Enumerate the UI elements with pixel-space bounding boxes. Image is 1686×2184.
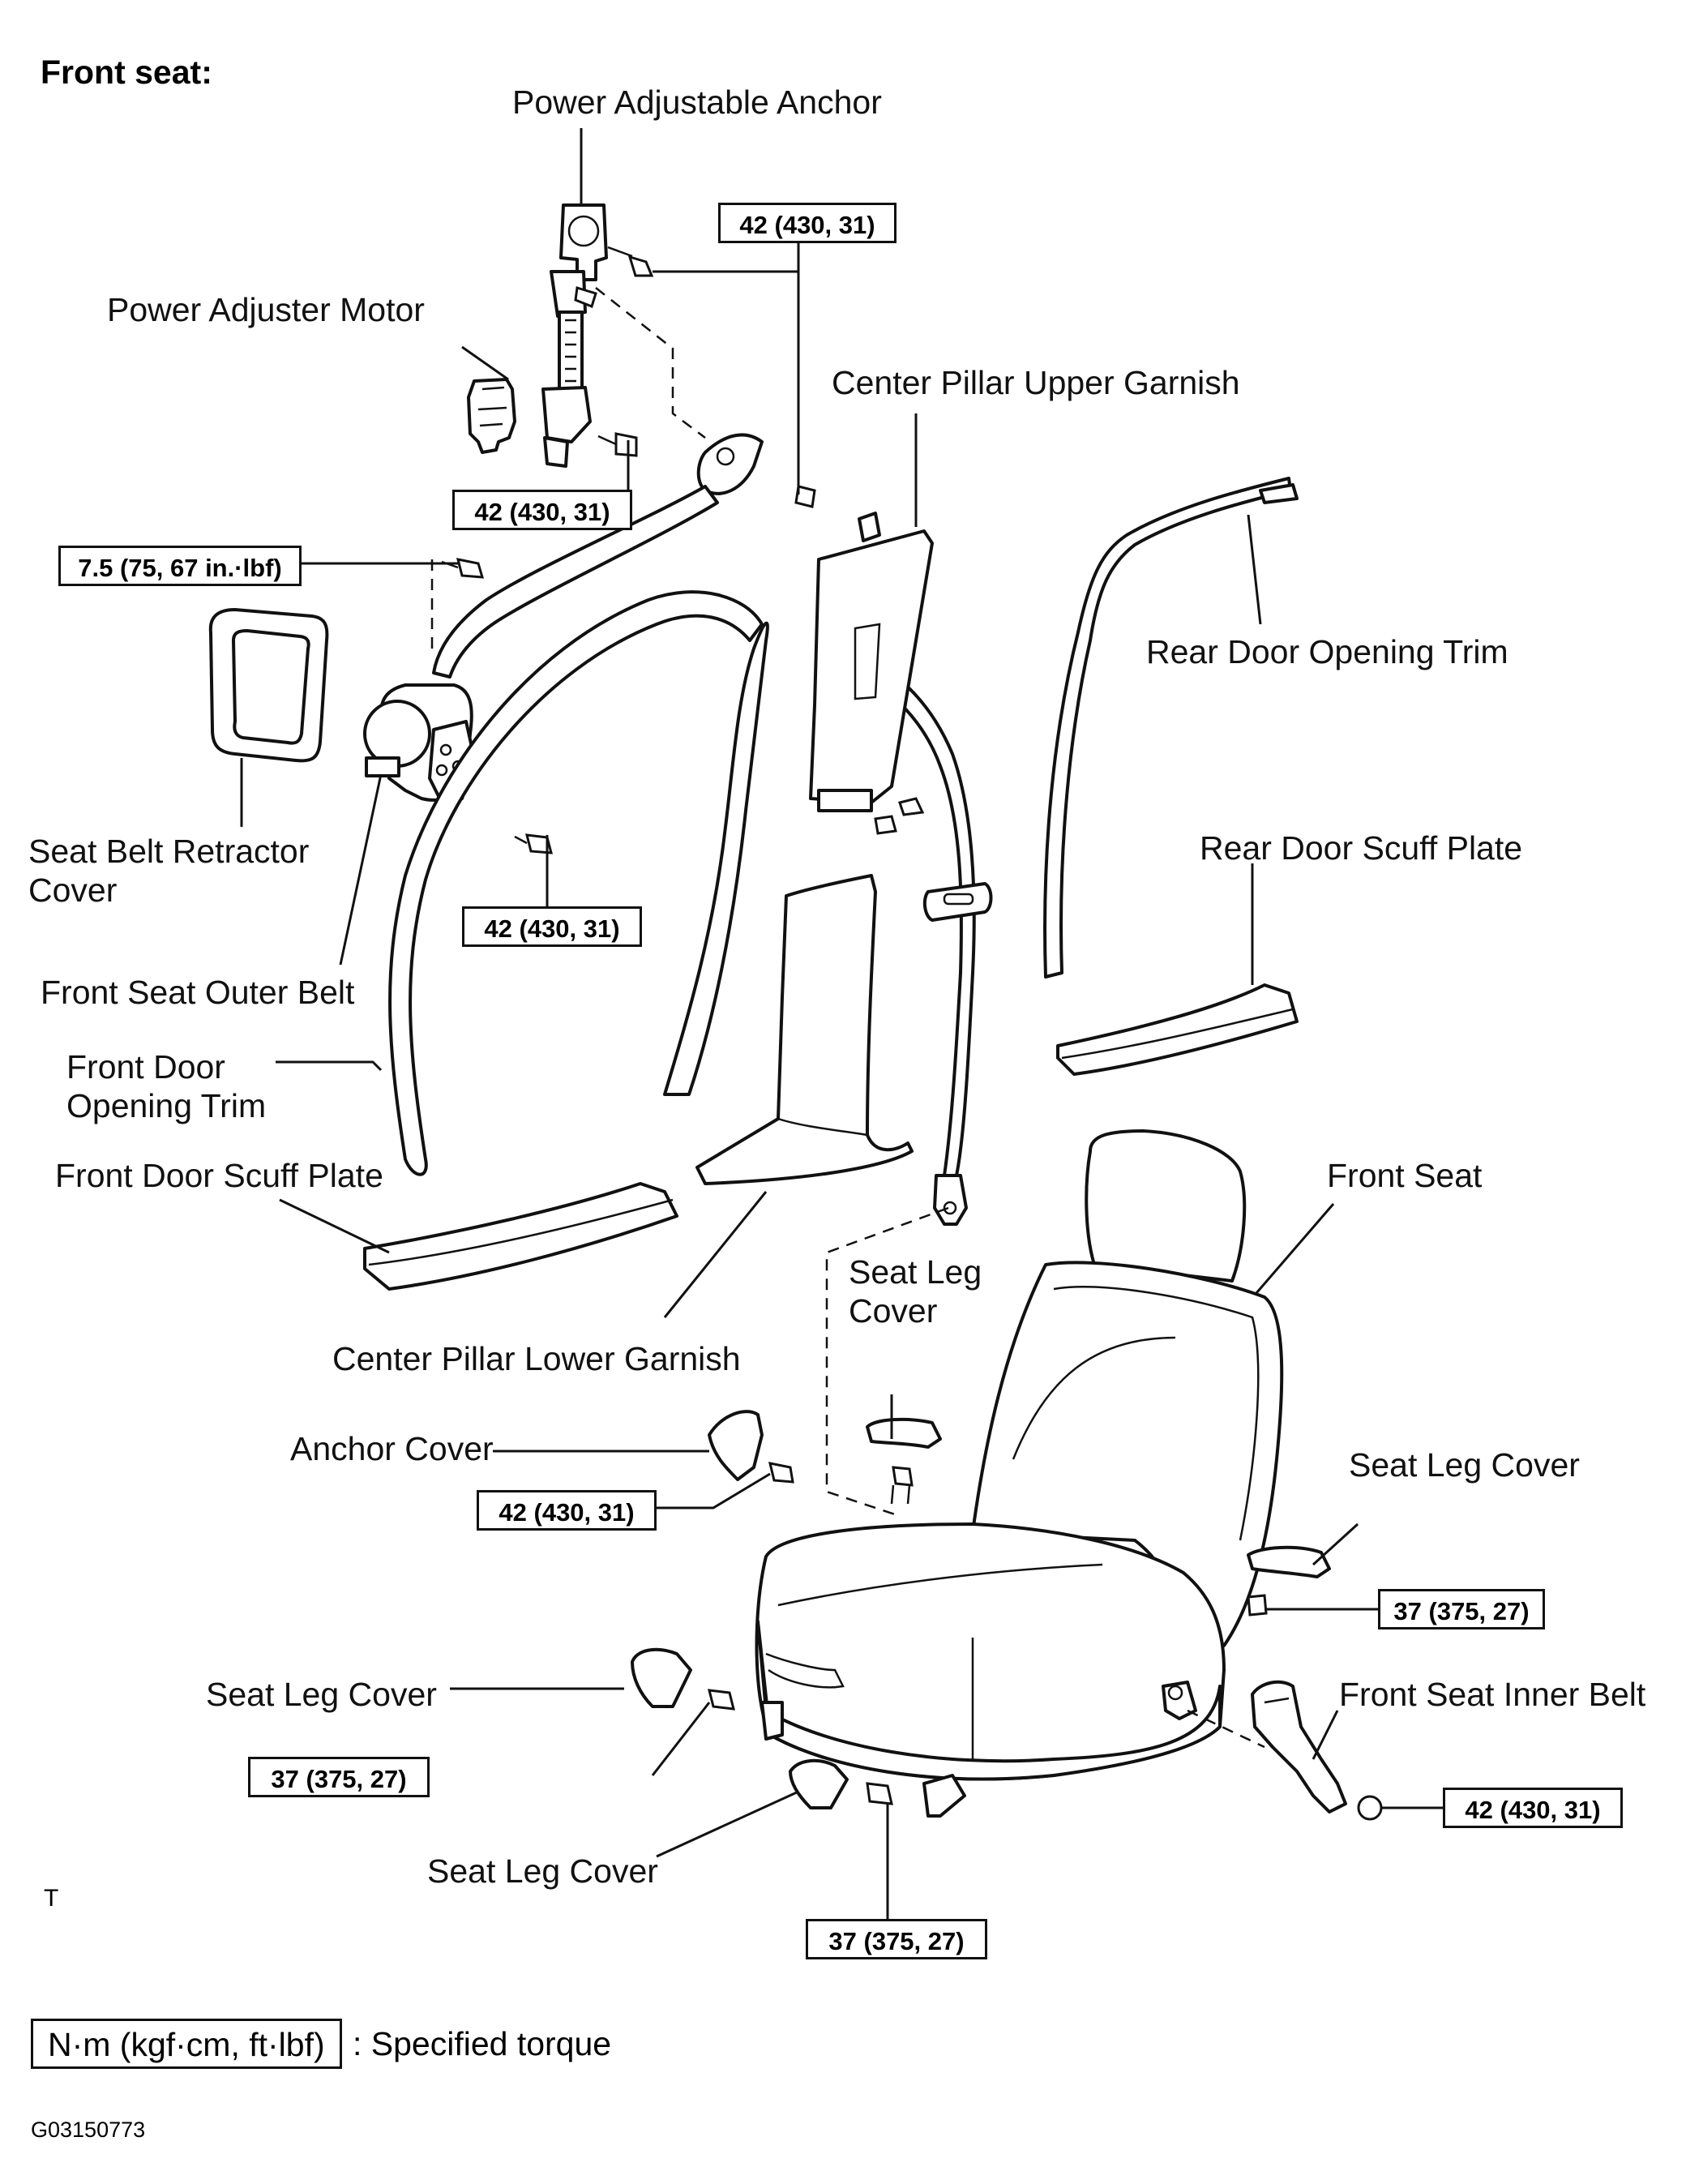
label-seat-leg-cover-center: Seat Leg Cover <box>849 1253 982 1330</box>
label-front-seat-outer-belt: Front Seat Outer Belt <box>41 974 355 1011</box>
rear-door-scuff-plate-part <box>1056 983 1299 1076</box>
torque-box: 7.5 (75, 67 in.·lbf) <box>58 546 302 586</box>
diagram-title: Front seat: <box>41 54 212 91</box>
torque-box: 37 (375, 27) <box>806 1919 987 1959</box>
front-seat-part <box>755 1129 1284 1818</box>
corner-mark: T <box>44 1885 59 1912</box>
label-seat-belt-retractor-cover: Seat Belt Retractor Cover <box>28 833 310 909</box>
label-front-seat: Front Seat <box>1327 1157 1483 1194</box>
front-seat-inner-belt-part <box>1251 1680 1347 1814</box>
label-rear-door-scuff-plate: Rear Door Scuff Plate <box>1200 829 1523 867</box>
seat-belt-retractor-cover-part <box>208 608 329 763</box>
legend-torque-format-box: N·m (kgf·cm, ft·lbf) <box>31 2019 342 2069</box>
label-rear-door-opening-trim: Rear Door Opening Trim <box>1146 633 1508 670</box>
label-front-seat-inner-belt: Front Seat Inner Belt <box>1339 1676 1646 1713</box>
torque-box: 37 (375, 27) <box>248 1757 430 1797</box>
label-front-door-opening-trim: Front Door Opening Trim <box>66 1048 267 1124</box>
seat-leg-cover-parts <box>631 1417 1331 1809</box>
torque-box: 42 (430, 31) <box>477 1490 657 1531</box>
torque-box: 42 (430, 31) <box>452 490 632 530</box>
label-center-pillar-upper-garnish: Center Pillar Upper Garnish <box>832 364 1240 401</box>
torque-box: 37 (375, 27) <box>1378 1589 1545 1629</box>
rear-door-opening-trim-part <box>1043 477 1299 979</box>
front-door-scuff-plate-part <box>363 1182 678 1291</box>
leader-lines <box>240 128 1443 1919</box>
label-center-pillar-lower-garnish: Center Pillar Lower Garnish <box>332 1340 741 1377</box>
label-front-door-scuff-plate: Front Door Scuff Plate <box>55 1157 383 1194</box>
power-adjuster-motor-part <box>467 378 516 454</box>
label-seat-leg-cover-bottom: Seat Leg Cover <box>427 1852 658 1890</box>
torque-box: 42 (430, 31) <box>718 203 896 243</box>
label-power-adjustable-anchor: Power Adjustable Anchor <box>512 84 882 121</box>
figure-code: G03150773 <box>31 2118 146 2142</box>
center-pillar-upper-garnish-part <box>809 512 934 812</box>
label-seat-leg-cover-right: Seat Leg Cover <box>1349 1446 1580 1484</box>
front-door-opening-trim-part <box>388 590 769 1176</box>
anchor-cover-part <box>708 1410 764 1481</box>
label-seat-leg-cover-left: Seat Leg Cover <box>206 1676 437 1713</box>
torque-box: 42 (430, 31) <box>462 906 642 947</box>
legend-description: : Specified torque <box>353 2025 612 2062</box>
power-adjustable-anchor-part <box>541 203 608 468</box>
torque-box: 42 (430, 31) <box>1443 1788 1623 1828</box>
anchor-bolts <box>574 246 654 457</box>
label-power-adjuster-motor: Power Adjuster Motor <box>107 291 425 328</box>
label-anchor-cover: Anchor Cover <box>290 1430 494 1467</box>
center-pillar-lower-garnish-part <box>695 874 914 1185</box>
